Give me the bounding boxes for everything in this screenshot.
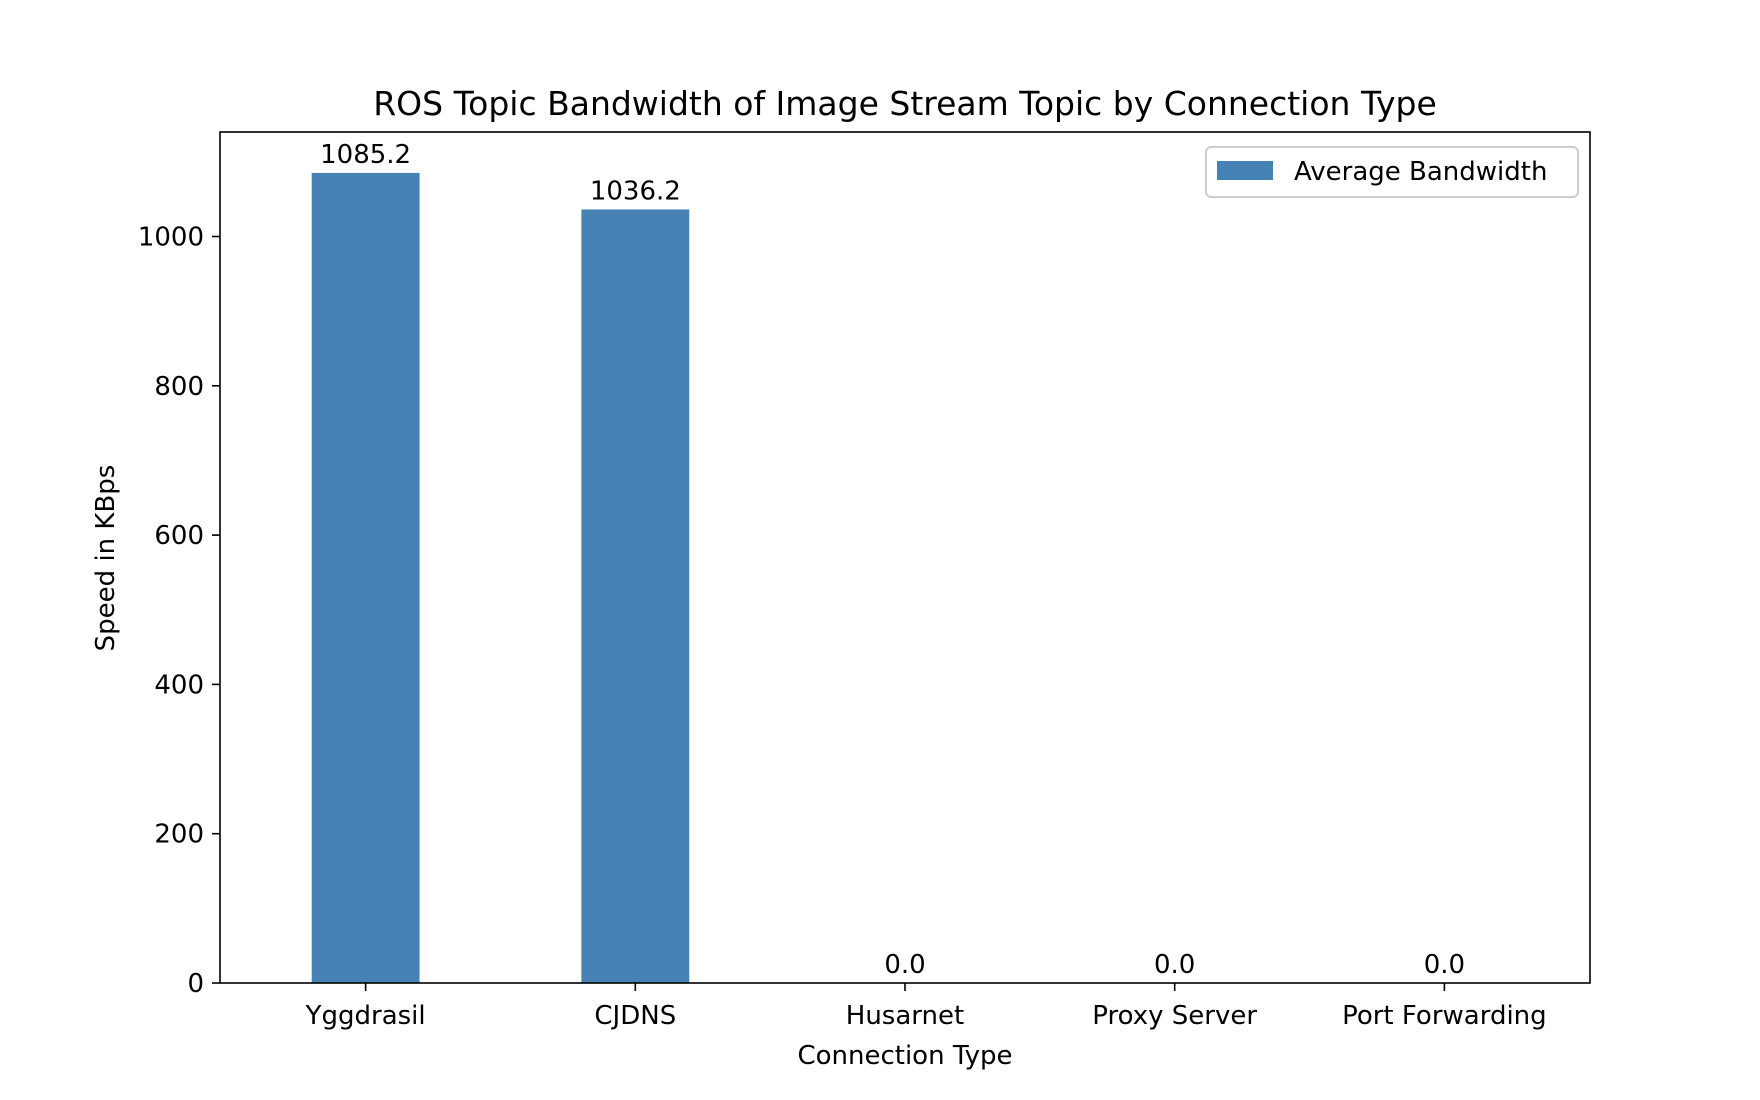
bars-layer [311,172,690,984]
bar-cjdns [581,209,690,984]
bar-yggdrasil [311,172,420,983]
y-axis: 0 200 400 600 800 1000 [138,223,220,999]
data-label: 1036.2 [590,176,681,206]
chart-title: ROS Topic Bandwidth of Image Stream Topi… [373,84,1437,123]
y-axis-label: Speed in KBps [91,465,121,652]
legend-label-average-bandwidth: Average Bandwidth [1294,157,1547,187]
x-tick-label: Port Forwarding [1342,1001,1547,1031]
x-axis-label: Connection Type [797,1041,1012,1071]
data-label: 0.0 [1154,950,1195,980]
data-label: 1085.2 [320,140,411,170]
y-tick-label: 200 [154,820,204,850]
y-tick-label: 800 [154,372,204,402]
x-tick-label: Husarnet [846,1001,964,1031]
data-label: 0.0 [1424,950,1465,980]
data-label: 0.0 [884,950,925,980]
y-tick-label: 0 [187,969,204,999]
y-tick-label: 400 [154,670,204,700]
x-axis: Yggdrasil CJDNS Husarnet Proxy Server Port F… [305,983,1547,1031]
y-tick-label: 1000 [138,223,204,253]
x-tick-label: CJDNS [594,1001,676,1031]
legend-box [1205,146,1579,198]
x-tick-label: Yggdrasil [305,1001,426,1031]
legend: Average Bandwidth [1205,146,1579,198]
x-tick-label: Proxy Server [1092,1001,1257,1031]
legend-swatch [1217,161,1273,180]
data-labels-layer: 1085.2 1036.2 0.0 0.0 0.0 [320,140,1465,980]
y-tick-label: 600 [154,521,204,551]
